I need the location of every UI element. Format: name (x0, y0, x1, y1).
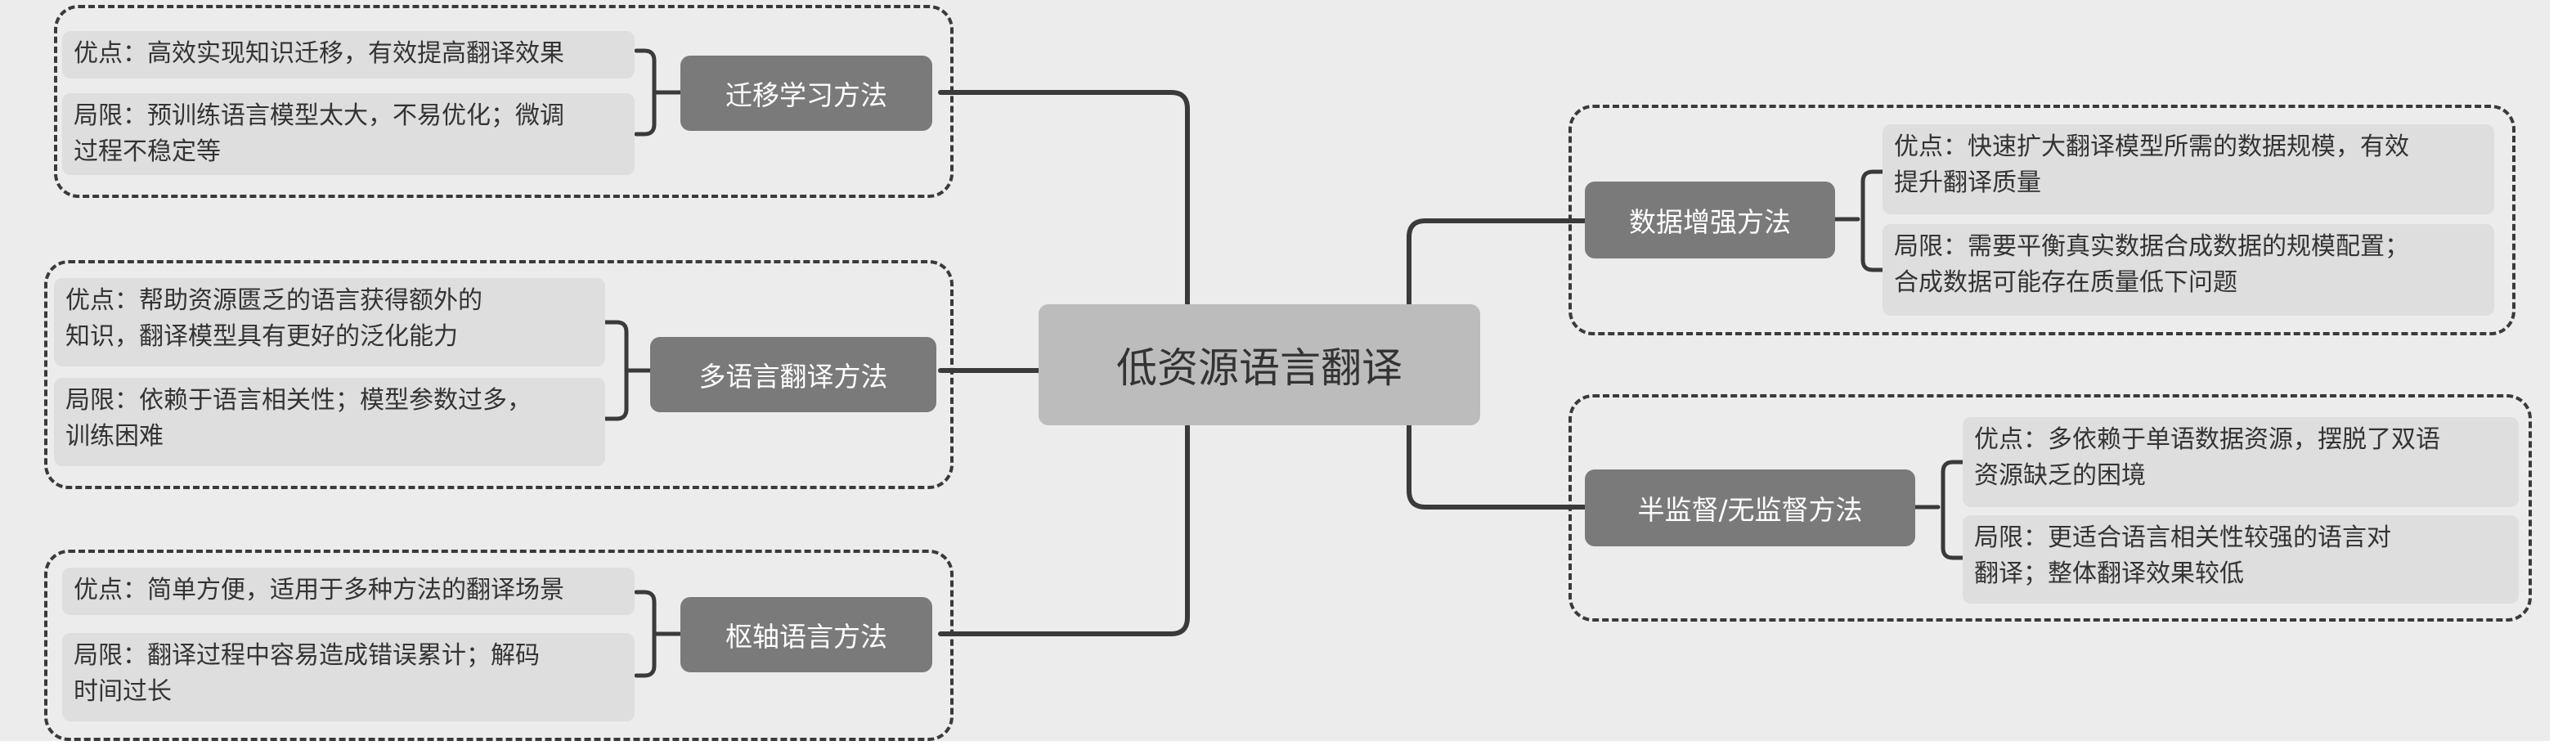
note-transfer-cons: 局限：预训练语言模型太大，不易优化；微调 过程不稳定等 (62, 93, 635, 175)
note-augmentation-pros: 优点：快速扩大翻译模型所需的数据规模，有效 提升翻译质量 (1883, 124, 2494, 214)
root-node[interactable]: 低资源语言翻译 (1039, 304, 1480, 425)
method-pivot-language[interactable]: 枢轴语言方法 (680, 597, 932, 672)
group-multilingual (44, 260, 954, 489)
note-multilingual-pros: 优点：帮助资源匮乏的语言获得额外的 知识，翻译模型具有更好的泛化能力 (54, 278, 605, 366)
mindmap-canvas: 优点：高效实现知识迁移，有效提高翻译效果 局限：预训练语言模型太大，不易优化；微… (0, 0, 2550, 741)
note-augmentation-cons: 局限：需要平衡真实数据合成数据的规模配置； 合成数据可能存在质量低下问题 (1883, 224, 2494, 316)
method-data-augmentation[interactable]: 数据增强方法 (1585, 182, 1835, 258)
note-pivot-cons: 局限：翻译过程中容易造成错误累计；解码 时间过长 (62, 633, 635, 721)
group-pivot-language (44, 550, 954, 741)
group-data-augmentation (1568, 105, 2515, 335)
connector-lines (603, 48, 1965, 678)
note-transfer-pros: 优点：高效实现知识迁移，有效提高翻译效果 (62, 31, 635, 79)
note-semi-pros: 优点：多依赖于单语数据资源，摆脱了双语 资源缺乏的困境 (1963, 417, 2519, 507)
group-transfer-learning (54, 5, 954, 198)
method-multilingual[interactable]: 多语言翻译方法 (650, 337, 936, 412)
note-pivot-pros: 优点：简单方便，适用于多种方法的翻译场景 (62, 568, 635, 615)
method-semi-unsupervised[interactable]: 半监督/无监督方法 (1585, 469, 1915, 546)
note-semi-cons: 局限：更适合语言相关性较强的语言对 翻译；整体翻译效果较低 (1963, 515, 2519, 604)
note-multilingual-cons: 局限：依赖于语言相关性；模型参数过多， 训练困难 (54, 378, 605, 466)
group-semi-unsupervised (1568, 394, 2532, 622)
method-transfer-learning[interactable]: 迁移学习方法 (680, 56, 932, 131)
